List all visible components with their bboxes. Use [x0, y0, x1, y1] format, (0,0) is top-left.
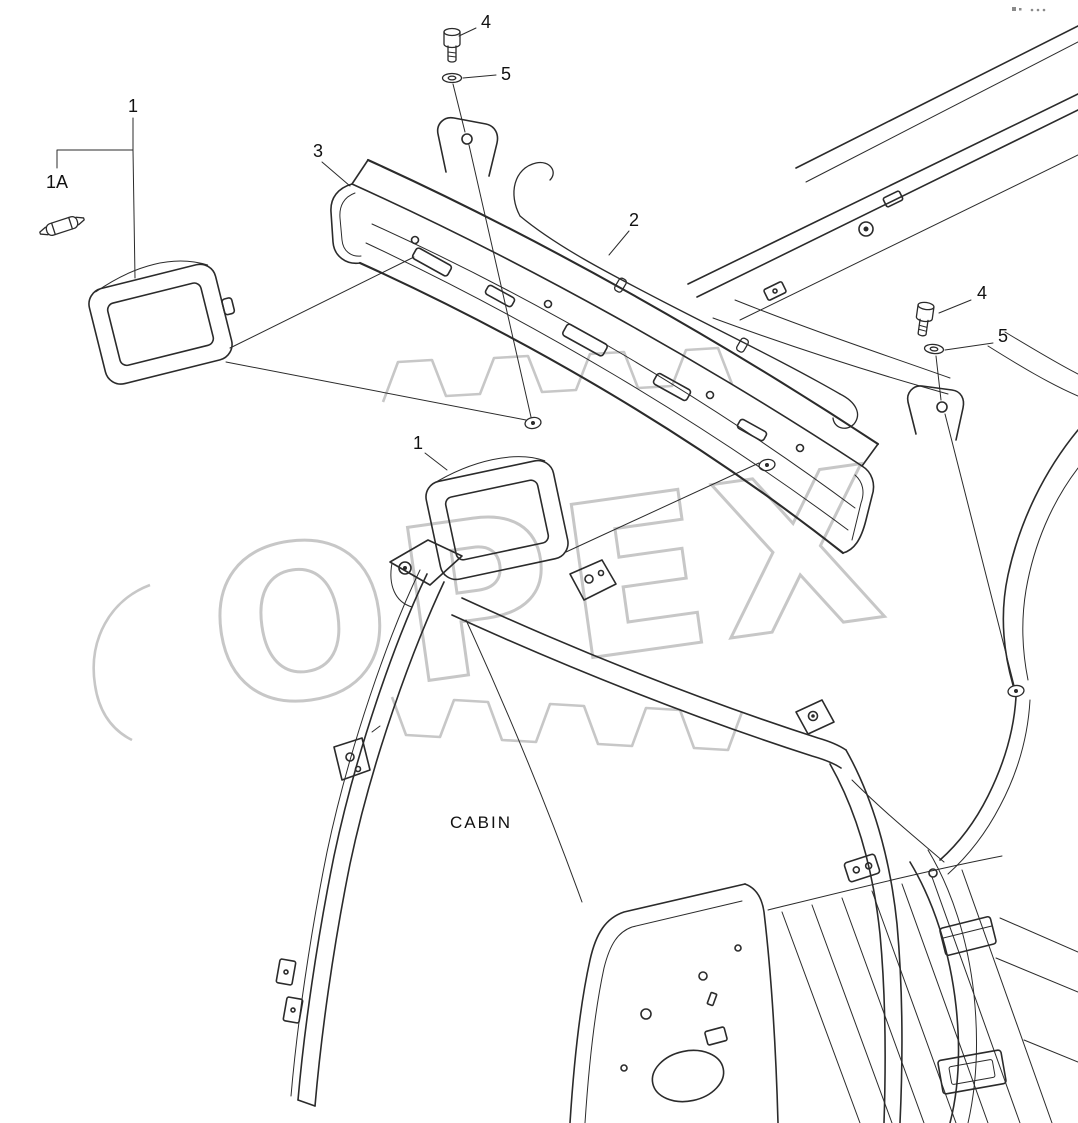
leader-washer-to-ear — [452, 83, 466, 133]
leader-washer-right-to-ear — [935, 355, 942, 401]
side-plate — [939, 915, 997, 957]
washer-right — [923, 343, 945, 355]
bracket-hole — [705, 390, 715, 400]
bolt-right — [915, 301, 935, 337]
leader-part2 — [608, 230, 630, 256]
header-bracket — [795, 699, 835, 735]
side-bracket — [843, 853, 881, 883]
watermark-gear-teeth-bottom — [390, 696, 744, 752]
leader-lines — [56, 27, 1015, 686]
callout-3: 3 — [313, 141, 323, 161]
side-plate — [937, 1049, 1007, 1095]
leader-part1-mid — [424, 452, 448, 471]
bracket-ear-right-hole — [936, 401, 948, 413]
callout-5-right: 5 — [998, 326, 1008, 346]
cab-frame — [275, 539, 1078, 1123]
bracket-slot — [652, 372, 692, 402]
washer-top — [441, 72, 463, 84]
header-bracket — [569, 559, 617, 601]
lamp-housing — [88, 263, 233, 385]
lamp-bracket — [330, 116, 965, 555]
leader-lamp-to-slot — [229, 256, 415, 349]
callout-4-right: 4 — [977, 283, 987, 303]
fasteners — [441, 27, 945, 355]
callout-1a: 1A — [46, 172, 68, 192]
roof-clamp — [882, 190, 904, 208]
lamp-housing — [425, 459, 569, 581]
door-pin — [706, 991, 718, 1007]
mount-hole-middle — [758, 458, 776, 472]
corner-mark — [1012, 7, 1046, 12]
callouts: 1 1A 3 4 5 2 4 5 1 CABIN — [46, 12, 1008, 832]
lamp-lens — [106, 282, 215, 367]
leader-washer-top — [462, 74, 497, 79]
door-opening — [651, 1049, 725, 1103]
watermark-gear-teeth-top — [381, 346, 734, 403]
leader-part3 — [321, 161, 351, 187]
work-lamp-top-left — [88, 260, 236, 385]
leader-part1-top — [56, 117, 136, 279]
callout-1-mid: 1 — [413, 433, 423, 453]
work-lamp-middle — [425, 456, 569, 581]
hinge — [275, 958, 297, 986]
bracket-ear-top — [436, 116, 499, 177]
mount-holes — [524, 416, 1025, 698]
roof-clamp — [763, 281, 787, 301]
roof-panel — [687, 25, 1078, 686]
mount-hole-right — [1007, 684, 1025, 698]
callout-5-top: 5 — [501, 64, 511, 84]
leader-washer-right — [944, 342, 994, 351]
bracket-slot — [736, 418, 768, 442]
bracket-slot — [411, 247, 453, 277]
pillar-bracket — [333, 737, 371, 781]
panel-hatching — [781, 869, 1053, 1123]
bracket-ear-top-hole — [461, 133, 473, 145]
wiring-harness — [513, 161, 859, 429]
harness-clip — [613, 277, 628, 293]
roof-hole — [858, 221, 874, 237]
lamp-knob — [221, 297, 236, 316]
bracket-slot — [562, 323, 608, 357]
cabin-label: CABIN — [450, 813, 512, 832]
callout-1-top: 1 — [128, 96, 138, 116]
leader-right-ear-to-hole — [944, 413, 1015, 686]
bracket-hole — [543, 299, 553, 309]
leader-lamp-to-hole — [225, 361, 527, 421]
mount-hole-front — [524, 416, 542, 430]
leader-midlamp-to-hole — [565, 462, 760, 553]
hinge — [282, 996, 304, 1024]
callout-4-top: 4 — [481, 12, 491, 32]
door-latch — [704, 1026, 728, 1046]
leader-bolt-right — [938, 299, 972, 314]
bracket-hole — [795, 443, 805, 453]
leader-bolt-top — [458, 27, 477, 37]
bracket-ear-right — [906, 385, 965, 441]
watermark: OPEX — [92, 346, 907, 761]
callout-2: 2 — [629, 210, 639, 230]
harness-clip — [735, 337, 750, 353]
lamp-lens — [444, 479, 550, 561]
bulb-icon — [39, 215, 85, 237]
bracket-hole — [410, 235, 420, 245]
leader-ear-to-hole — [468, 144, 532, 418]
watermark-gear-ring-left — [92, 583, 151, 742]
bolt-top — [443, 27, 461, 63]
